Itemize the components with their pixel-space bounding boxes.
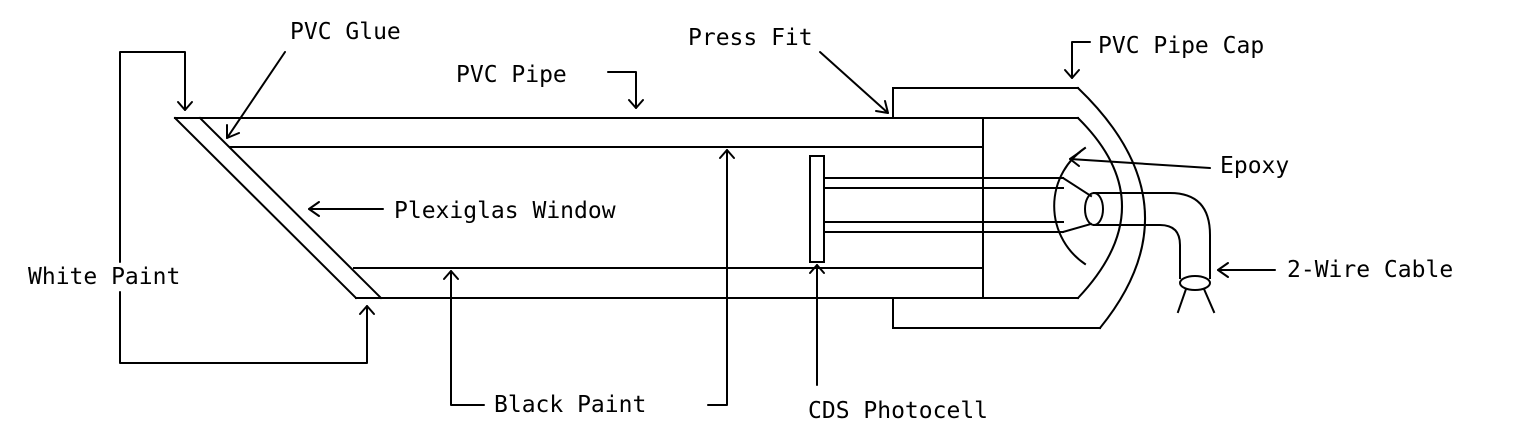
cds-photocell	[809, 155, 1093, 263]
label-plexiglas-window: Plexiglas Window	[394, 198, 616, 224]
label-pvc-pipe: PVC Pipe	[456, 62, 567, 88]
label-press-fit: Press Fit	[688, 25, 813, 51]
label-white-paint: White Paint	[28, 264, 181, 290]
label-cds-photocell: CDS Photocell	[808, 398, 989, 424]
annotation-arrows	[119, 41, 1276, 406]
epoxy-plug	[982, 116, 1123, 300]
label-black-paint: Black Paint	[494, 392, 647, 418]
plexiglas-window	[173, 116, 383, 300]
label-epoxy: Epoxy	[1220, 153, 1290, 179]
pvc-pipe	[174, 117, 984, 299]
label-pvc-pipe-cap: PVC Pipe Cap	[1098, 33, 1265, 59]
pvc-pipe-cap	[892, 86, 1147, 330]
label-two-wire-cable: 2-Wire Cable	[1287, 257, 1454, 283]
two-wire-cable	[1084, 192, 1216, 314]
label-pvc-glue: PVC Glue	[290, 19, 401, 45]
